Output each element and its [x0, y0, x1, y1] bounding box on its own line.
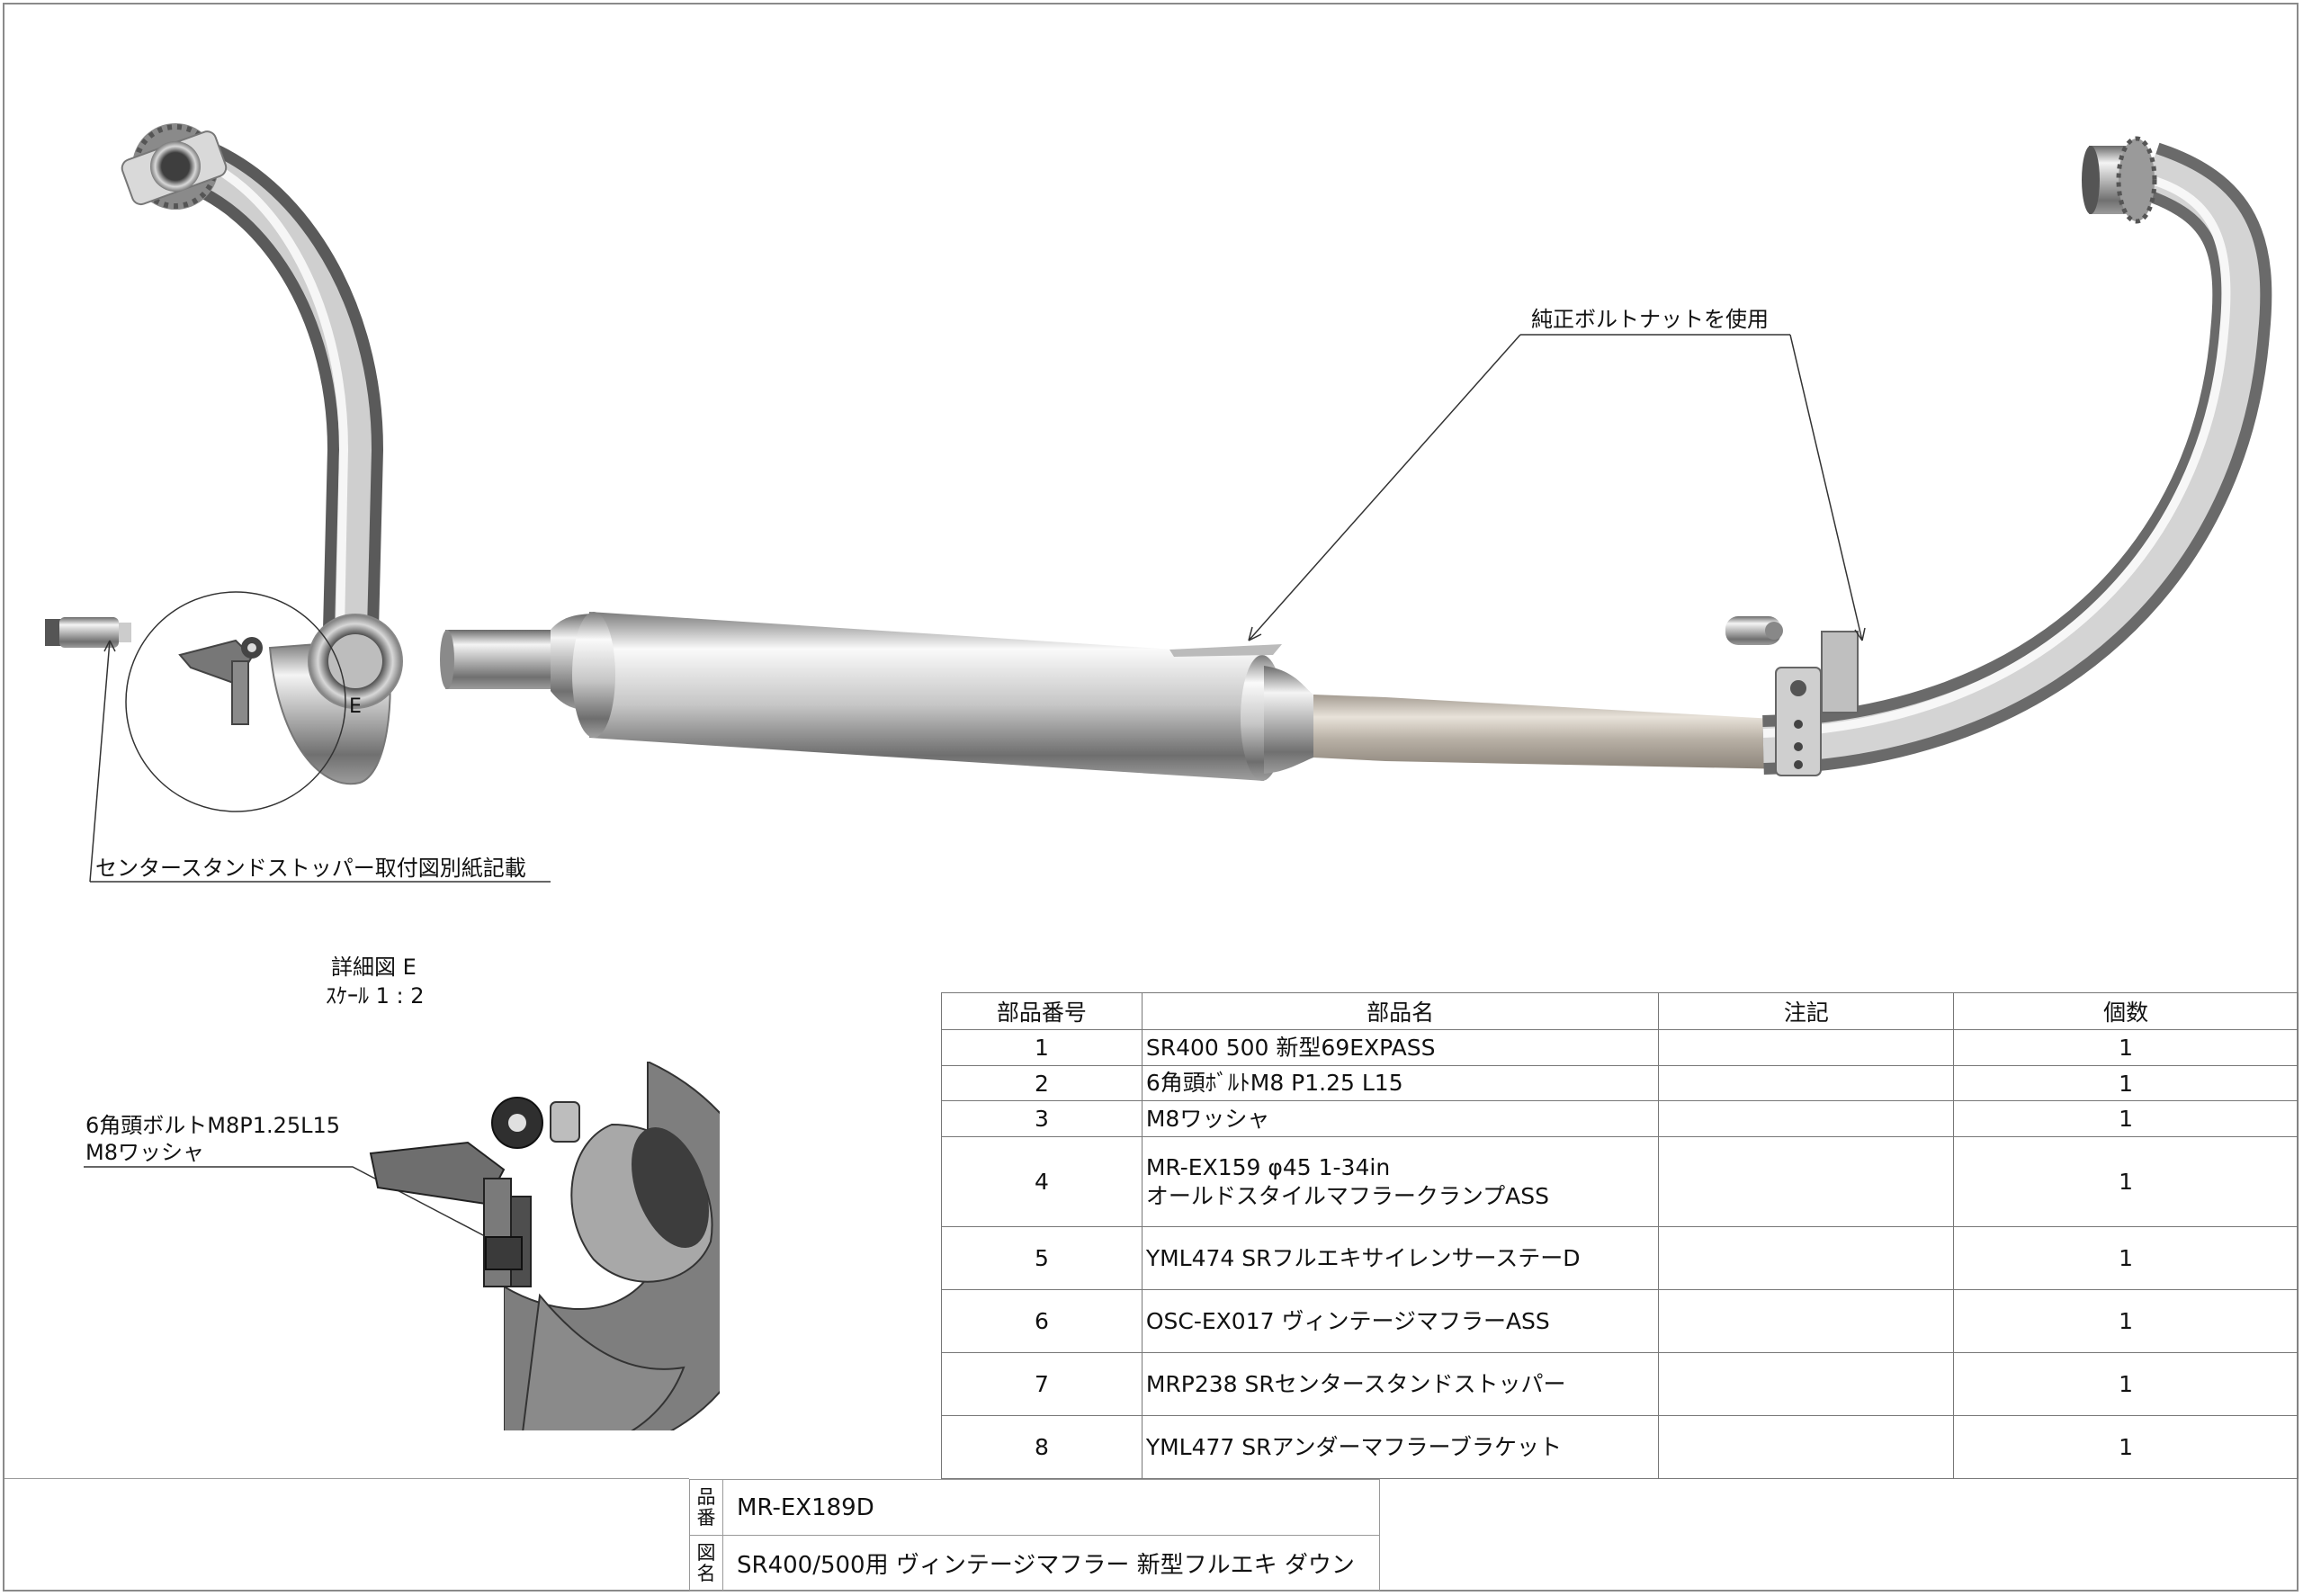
- row-number: 6: [941, 1289, 1143, 1353]
- right-exhaust-header: [1762, 136, 2272, 775]
- row-number: 5: [941, 1226, 1143, 1290]
- row-quantity: 1: [1953, 1029, 2299, 1066]
- title-row-part-number: 品 番 MR-EX189D: [690, 1480, 1379, 1536]
- center-stand-note: センタースタンドストッパー取付図別紙記載: [95, 856, 526, 881]
- table-row: 8 YML477 SRアンダーマフラーブラケット 1: [941, 1415, 2299, 1479]
- detail-marker-e: E: [349, 695, 362, 718]
- leader-lines: [84, 334, 1866, 1247]
- detail-scale: ｽｹｰﾙ 1 : 2: [326, 983, 425, 1009]
- header-part-number: 部品番号: [941, 992, 1143, 1030]
- title-block-top-rule: [4, 1478, 689, 1479]
- bolt-callout-line2: M8ワッシャ: [85, 1140, 204, 1165]
- row-quantity: 1: [1953, 1136, 2299, 1227]
- table-header-row: 部品番号 部品名 注記 個数: [941, 992, 2299, 1030]
- genuine-bolt-nut-note: 純正ボルトナットを使用: [1531, 307, 1769, 332]
- row-note: [1658, 1029, 1955, 1066]
- header-part-name: 部品名: [1141, 992, 1660, 1030]
- row-number: 7: [941, 1352, 1143, 1416]
- row-quantity: 1: [1953, 1415, 2299, 1479]
- row-note: [1658, 1352, 1955, 1416]
- table-row: 5 YML474 SRフルエキサイレンサーステーD 1: [941, 1226, 2299, 1290]
- table-row: 3 M8ワッシャ 1: [941, 1100, 2299, 1137]
- title-block: 品 番 MR-EX189D 図 名 SR400/500用 ヴィンテージマフラー …: [689, 1479, 1380, 1592]
- detail-view-e: [504, 1062, 720, 1430]
- row-part-name: MRP238 SRセンタースタンドストッパー: [1141, 1352, 1660, 1416]
- stand-stopper-bracket: [178, 637, 263, 725]
- part-number-key-char1: 品: [696, 1486, 716, 1509]
- row-quantity: 1: [1953, 1352, 2299, 1416]
- left-flange: [121, 123, 228, 210]
- row-note: [1658, 1065, 1955, 1101]
- drawing-name-value: SR400/500用 ヴィンテージマフラー 新型フルエキ ダウン: [737, 1552, 1355, 1579]
- table-row: 7 MRP238 SRセンタースタンドストッパー 1: [941, 1352, 2299, 1416]
- row-part-name: OSC-EX017 ヴィンテージマフラーASS: [1141, 1289, 1660, 1353]
- row-part-name: 6角頭ﾎﾞﾙﾄM8 P1.25 L15: [1141, 1065, 1660, 1101]
- title-row-drawing-name: 図 名 SR400/500用 ヴィンテージマフラー 新型フルエキ ダウン: [690, 1536, 1379, 1592]
- left-exhaust-header: [121, 123, 403, 785]
- row-part-name: MR-EX159 φ45 1-34in オールドスタイルマフラークランプASS: [1141, 1136, 1660, 1227]
- row-number: 1: [941, 1029, 1143, 1066]
- row-number: 3: [941, 1100, 1143, 1137]
- row-part-name-line1: MR-EX159 φ45 1-34in: [1145, 1154, 1391, 1181]
- table-row: 2 6角頭ﾎﾞﾙﾄM8 P1.25 L15 1: [941, 1065, 2299, 1101]
- row-number: 4: [941, 1136, 1143, 1227]
- muffler-clamp: [1725, 616, 1859, 776]
- row-part-name-line2: オールドスタイルマフラークランプASS: [1145, 1182, 1549, 1209]
- row-part-name: M8ワッシャ: [1141, 1100, 1660, 1137]
- row-part-name: SR400 500 新型69EXPASS: [1141, 1029, 1660, 1066]
- row-part-name: YML474 SRフルエキサイレンサーステーD: [1141, 1226, 1660, 1290]
- table-row: 1 SR400 500 新型69EXPASS 1: [941, 1029, 2299, 1066]
- detail-bracket: [369, 1097, 580, 1287]
- drawing-name-key: 図 名: [690, 1536, 723, 1591]
- row-number: 2: [941, 1065, 1143, 1101]
- bill-of-materials-table: 部品番号 部品名 注記 個数 1 SR400 500 新型69EXPASS 1 …: [941, 992, 2299, 1479]
- drawing-name-key-char2: 名: [696, 1562, 716, 1584]
- header-note: 注記: [1658, 992, 1955, 1030]
- silencer-assembly: [440, 612, 1790, 781]
- right-flange: [2082, 136, 2157, 224]
- drawing-name-key-char1: 図: [696, 1542, 716, 1565]
- detail-e-circle: [125, 591, 346, 812]
- row-note: [1658, 1136, 1955, 1227]
- row-quantity: 1: [1953, 1289, 2299, 1353]
- bolt-part-icon: [45, 617, 131, 648]
- part-number-value: MR-EX189D: [737, 1493, 874, 1521]
- row-number: 8: [941, 1415, 1143, 1479]
- bolt-callout-line1: 6角頭ボルトM8P1.25L15: [85, 1113, 341, 1138]
- row-quantity: 1: [1953, 1065, 2299, 1101]
- table-row: 4 MR-EX159 φ45 1-34in オールドスタイルマフラークランプAS…: [941, 1136, 2299, 1227]
- row-note: [1658, 1100, 1955, 1137]
- header-quantity: 個数: [1953, 992, 2299, 1030]
- part-number-key: 品 番: [690, 1480, 723, 1535]
- row-quantity: 1: [1953, 1226, 2299, 1290]
- row-note: [1658, 1415, 1955, 1479]
- table-row: 6 OSC-EX017 ヴィンテージマフラーASS 1: [941, 1289, 2299, 1353]
- row-part-name: YML477 SRアンダーマフラーブラケット: [1141, 1415, 1660, 1479]
- row-note: [1658, 1226, 1955, 1290]
- detail-title: 詳細図 E: [331, 955, 417, 980]
- row-quantity: 1: [1953, 1100, 2299, 1137]
- row-note: [1658, 1289, 1955, 1353]
- left-mid-fitting: [268, 614, 403, 785]
- part-number-key-char2: 番: [696, 1506, 716, 1529]
